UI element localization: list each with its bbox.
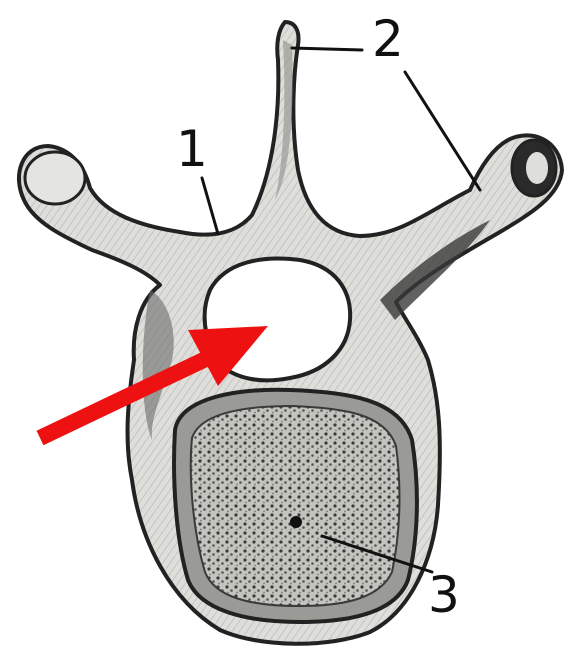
vertebral-body — [174, 390, 417, 622]
body-center-mark — [290, 516, 302, 528]
label-2: 2 — [372, 10, 404, 68]
label-3: 3 — [428, 566, 460, 624]
label-1: 1 — [176, 120, 208, 178]
vertebral-body-spongy — [191, 406, 400, 606]
leader-line-2a — [292, 48, 362, 50]
left-transverse-tip — [25, 152, 85, 204]
leader-line-2b — [405, 72, 480, 190]
leader-line-1 — [202, 178, 218, 234]
